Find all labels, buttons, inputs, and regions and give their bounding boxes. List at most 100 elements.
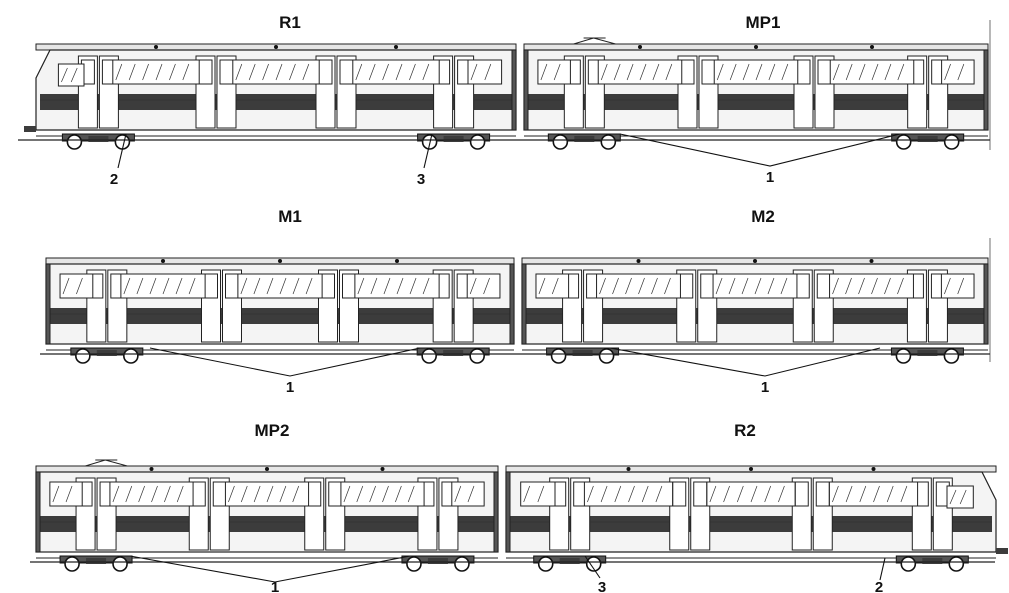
end-wall (45, 263, 51, 345)
door-window (342, 273, 356, 299)
roof-light (394, 45, 398, 49)
door-window (339, 59, 354, 85)
callout-mp2: 1 (271, 579, 279, 593)
side-band (40, 516, 494, 532)
bogie (401, 555, 475, 572)
window (597, 59, 683, 85)
door-window (672, 481, 687, 507)
leader-r1-2 (117, 133, 127, 169)
bogie (891, 133, 965, 150)
window (451, 481, 485, 507)
leader-r2-2 (879, 557, 886, 581)
track-lines (18, 20, 995, 563)
car-r1 (24, 43, 517, 150)
side-band (526, 308, 984, 324)
window (232, 59, 320, 85)
car-mp1 (523, 37, 989, 150)
end-wall (511, 49, 517, 131)
side-band (50, 308, 510, 324)
coupler (24, 126, 36, 132)
window (596, 273, 681, 299)
door-window (225, 273, 239, 299)
roof-light (626, 467, 631, 471)
window (535, 273, 570, 299)
window (112, 59, 200, 85)
door-window (816, 273, 831, 299)
door-window (700, 273, 715, 299)
window (713, 59, 799, 85)
window (706, 481, 796, 507)
window (466, 273, 501, 299)
roof-light (636, 259, 641, 263)
leader-mp2-1 (129, 555, 411, 583)
callout-m2: 1 (761, 379, 769, 396)
bogie (895, 555, 969, 572)
door-window (795, 273, 810, 299)
coupler (996, 548, 1008, 554)
pantograph (85, 459, 128, 467)
roof-light (161, 259, 165, 263)
side-band (40, 94, 512, 110)
window (829, 59, 915, 85)
window (829, 273, 914, 299)
bogie (61, 133, 135, 150)
window (941, 59, 975, 85)
bogie (547, 133, 621, 150)
roof-light (754, 45, 758, 49)
window (828, 481, 919, 507)
car-m2 (521, 257, 989, 364)
car-title-r2: R2 (734, 421, 756, 440)
door-window (191, 481, 206, 507)
bogie (546, 347, 620, 364)
callout-m1: 1 (286, 379, 294, 396)
end-wall (983, 49, 989, 131)
window (49, 481, 83, 507)
window (712, 273, 798, 299)
window (224, 481, 310, 507)
bogie (417, 133, 491, 150)
door-window (328, 481, 343, 507)
car-r2 (505, 465, 1008, 572)
leader-mp1-1 (619, 133, 901, 167)
window (946, 485, 974, 509)
end-wall (493, 471, 499, 553)
car-m1 (45, 257, 515, 364)
door-window (701, 59, 716, 85)
car-title-mp1: MP1 (746, 13, 781, 32)
window (940, 273, 975, 299)
window (340, 481, 425, 507)
door-window (204, 273, 218, 299)
window (467, 59, 503, 85)
car-mp2 (35, 459, 499, 572)
pantograph (573, 37, 616, 45)
roof-light (154, 45, 158, 49)
leader-m1-1 (149, 347, 421, 377)
door-window (219, 59, 234, 85)
window (520, 481, 556, 507)
end-wall (35, 471, 41, 553)
door-window (679, 273, 694, 299)
roof-light (871, 467, 876, 471)
roof-light (149, 467, 154, 471)
end-wall (505, 471, 511, 553)
end-wall (521, 263, 527, 345)
callout-r2-rear: 2 (875, 579, 883, 593)
leader-m2-1 (609, 347, 881, 377)
roof-light (395, 259, 399, 263)
door-window (307, 481, 322, 507)
callout-r2-front: 3 (598, 579, 606, 593)
door-window (794, 481, 809, 507)
car-title-mp2: MP2 (255, 421, 290, 440)
callout-r1-rear: 3 (417, 171, 425, 188)
car-title-r1: R1 (279, 13, 301, 32)
door-window (815, 481, 830, 507)
roof-light (749, 467, 753, 471)
window (352, 59, 440, 85)
window (120, 273, 206, 299)
roof-light (278, 259, 282, 263)
window (59, 273, 94, 299)
door-window (817, 59, 832, 85)
door-window (198, 59, 213, 85)
bogie (70, 347, 144, 364)
